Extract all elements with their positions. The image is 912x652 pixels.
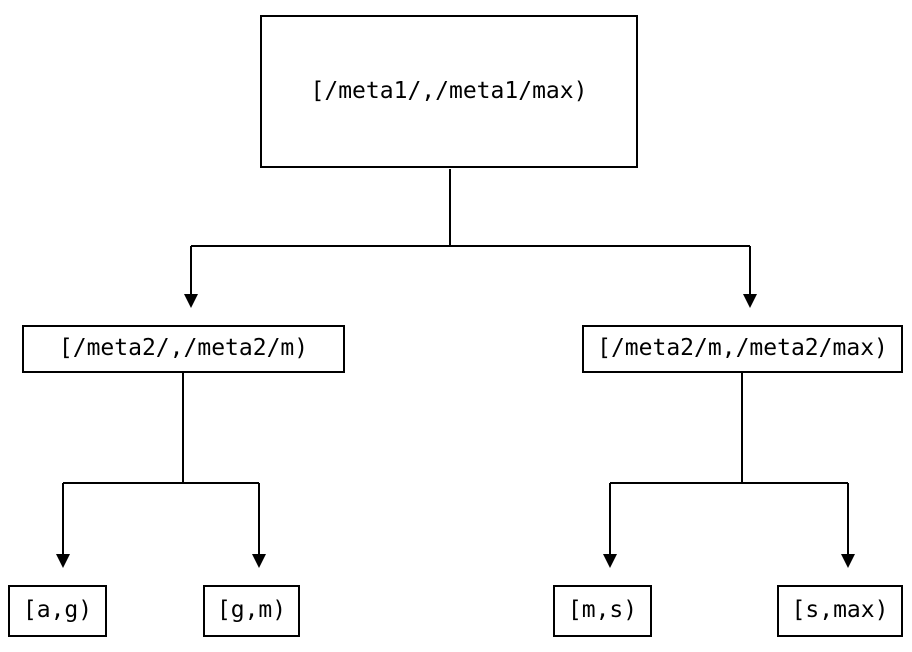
node-level2-left: [/meta2/,/meta2/m) [22, 325, 345, 373]
node-level2-right: [/meta2/m,/meta2/max) [582, 325, 903, 373]
node-leaf-s-max-label: [s,max) [791, 597, 889, 624]
node-leaf-s-max: [s,max) [777, 585, 903, 637]
node-leaf-m-s-label: [m,s) [567, 597, 638, 624]
node-leaf-a-g: [a,g) [8, 585, 107, 637]
arrow-down-icon [252, 554, 266, 568]
edge-line [62, 373, 260, 555]
node-root-label: [/meta1/,/meta1/max) [310, 77, 588, 104]
arrow-down-icon [743, 294, 757, 308]
edge-left-to-children [56, 373, 266, 568]
node-root: [/meta1/,/meta1/max) [260, 15, 638, 168]
arrow-down-icon [184, 294, 198, 308]
arrow-down-icon [841, 554, 855, 568]
node-leaf-g-m: [g,m) [203, 585, 300, 637]
arrow-down-icon [603, 554, 617, 568]
edge-root-to-children [184, 169, 757, 308]
edge-line [609, 373, 849, 555]
node-level2-right-label: [/meta2/m,/meta2/max) [597, 335, 888, 362]
node-leaf-g-m-label: [g,m) [216, 597, 287, 624]
edge-right-to-children [603, 373, 855, 568]
node-leaf-a-g-label: [a,g) [22, 597, 93, 624]
node-level2-left-label: [/meta2/,/meta2/m) [58, 335, 309, 362]
arrow-down-icon [56, 554, 70, 568]
node-leaf-m-s: [m,s) [553, 585, 652, 637]
edge-line [190, 169, 751, 295]
